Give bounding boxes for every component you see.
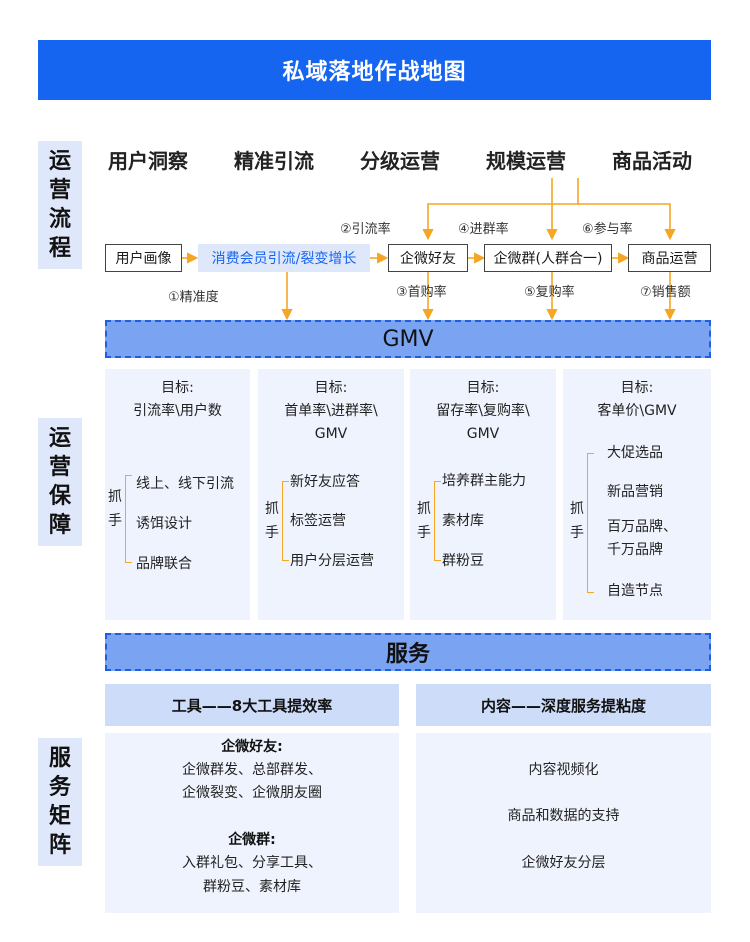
goal-line: 引流率\用户数	[133, 403, 222, 419]
grab-label: 抓 手	[569, 497, 585, 545]
flow-box-product-ops: 商品运营	[628, 244, 711, 272]
grab-char: 抓	[265, 501, 279, 517]
stage-precise-traffic: 精准引流	[234, 149, 314, 173]
tools-group-title: 企微好友:	[221, 739, 283, 755]
rate-sales: ⑦销售额	[640, 285, 691, 300]
flow-box-member-traffic: 消费会员引流/裂变增长	[198, 244, 370, 272]
rate-precision: ①精准度	[168, 290, 219, 305]
rate-first-purchase: ③首购率	[396, 285, 447, 300]
section-char: 务	[48, 775, 71, 800]
goal-line: 目标:	[620, 380, 654, 396]
page-title: 私域落地作战地图	[38, 40, 711, 100]
content-line: 商品和数据的支持	[507, 808, 620, 824]
rate-traffic: ②引流率	[340, 222, 391, 237]
bracket	[125, 475, 132, 563]
tools-heading: 工具——8大工具提效率	[105, 684, 399, 726]
grab-item: 用户分层运营	[290, 553, 374, 569]
grab-item: 标签运营	[290, 513, 346, 529]
grab-item: 自造节点	[607, 583, 663, 599]
stage-product-activity: 商品活动	[612, 149, 692, 173]
bracket	[282, 481, 289, 561]
grab-label: 抓 手	[416, 497, 432, 545]
section-char: 营	[48, 178, 71, 203]
section-char: 矩	[48, 804, 71, 829]
grab-item: 培养群主能力	[442, 473, 526, 489]
goal-panel-order-value: 目标: 客单价\GMV 抓 手 大促选品 新品营销 百万品牌、 千万品牌 自造节…	[563, 369, 711, 620]
bracket	[587, 453, 594, 593]
panel-goal: 目标: 客单价\GMV	[563, 377, 711, 423]
grab-char: 抓	[570, 501, 584, 517]
stage-row: 用户洞察 精准引流 分级运营 规模运营 商品活动	[100, 145, 712, 179]
flow-box-user-profile: 用户画像	[105, 244, 182, 272]
tools-line: 企微群发、总部群发、	[182, 762, 322, 778]
content-line: 企微好友分层	[521, 855, 606, 871]
rate-join-group: ④进群率	[458, 222, 509, 237]
grab-item: 诱饵设计	[136, 516, 192, 532]
grab-label: 抓 手	[264, 497, 280, 545]
stage-user-insight: 用户洞察	[108, 149, 188, 173]
flow-box-wecom-group: 企微群(人群合一)	[484, 244, 612, 272]
stage-tiered-ops: 分级运营	[360, 149, 440, 173]
grab-item: 线上、线下引流	[136, 476, 234, 492]
section-char: 阵	[48, 833, 71, 858]
goal-line: GMV	[314, 426, 348, 442]
grab-char: 手	[417, 525, 431, 541]
grab-item: 大促选品	[607, 445, 663, 461]
goal-line: 目标:	[161, 380, 194, 396]
grab-char: 手	[265, 525, 279, 541]
service-bar: 服务	[105, 633, 711, 671]
tools-group-title: 企微群:	[228, 832, 276, 848]
bracket	[434, 481, 441, 561]
grab-char: 抓	[417, 501, 431, 517]
section-char: 障	[48, 513, 71, 538]
grab-char: 抓	[108, 489, 122, 505]
section-label-guarantee: 运 营 保 障	[38, 418, 82, 546]
goal-line: 目标:	[314, 380, 348, 396]
goal-panel-retention: 目标: 留存率\复购率\ GMV 抓 手 培养群主能力 素材库 群粉豆	[410, 369, 556, 620]
tools-line: 群粉豆、素材库	[203, 879, 301, 895]
section-char: 流	[48, 207, 71, 232]
panel-goal: 目标: 引流率\用户数	[105, 377, 250, 423]
content-panel: 内容视频化 商品和数据的支持 企微好友分层	[416, 733, 711, 913]
grab-item: 新好友应答	[290, 474, 360, 490]
rate-participation: ⑥参与率	[582, 222, 633, 237]
goal-line: 目标:	[466, 380, 500, 396]
grab-item: 素材库	[442, 513, 484, 529]
tools-panel: 企微好友: 企微群发、总部群发、 企微裂变、企微朋友圈 企微群: 入群礼包、分享…	[105, 733, 399, 913]
goal-line: 留存率\复购率\	[436, 403, 530, 419]
goal-line: GMV	[466, 426, 500, 442]
section-char: 服	[48, 746, 71, 771]
tools-line: 企微裂变、企微朋友圈	[182, 785, 322, 801]
section-char: 运	[48, 149, 71, 174]
section-char: 运	[48, 426, 71, 451]
content-line: 内容视频化	[528, 762, 599, 778]
section-char: 保	[48, 484, 71, 509]
grab-item: 千万品牌	[607, 542, 663, 558]
section-label-service-matrix: 服 务 矩 阵	[38, 738, 82, 866]
section-label-flow: 运 营 流 程	[38, 141, 82, 269]
grab-item: 百万品牌、	[607, 519, 677, 535]
grab-item: 新品营销	[607, 484, 663, 500]
panel-goal: 目标: 首单率\进群率\ GMV	[258, 377, 404, 446]
goal-panel-traffic: 目标: 引流率\用户数 抓 手 线上、线下引流 诱饵设计 品牌联合	[105, 369, 250, 620]
goal-panel-first-order: 目标: 首单率\进群率\ GMV 抓 手 新好友应答 标签运营 用户分层运营	[258, 369, 404, 620]
section-char: 营	[48, 455, 71, 480]
goal-line: 客单价\GMV	[597, 403, 677, 419]
grab-item: 群粉豆	[442, 553, 484, 569]
grab-label: 抓 手	[107, 485, 123, 533]
rate-repurchase: ⑤复购率	[524, 285, 575, 300]
content-heading: 内容——深度服务提粘度	[416, 684, 711, 726]
grab-char: 手	[108, 513, 122, 529]
section-char: 程	[48, 236, 71, 261]
stage-scale-ops: 规模运营	[486, 149, 566, 173]
grab-item: 品牌联合	[136, 556, 192, 572]
panel-goal: 目标: 留存率\复购率\ GMV	[410, 377, 556, 446]
goal-line: 首单率\进群率\	[284, 403, 378, 419]
gmv-bar: GMV	[105, 320, 711, 358]
tools-line: 入群礼包、分享工具、	[182, 855, 322, 871]
flow-box-wecom-friends: 企微好友	[388, 244, 468, 272]
grab-char: 手	[570, 525, 584, 541]
